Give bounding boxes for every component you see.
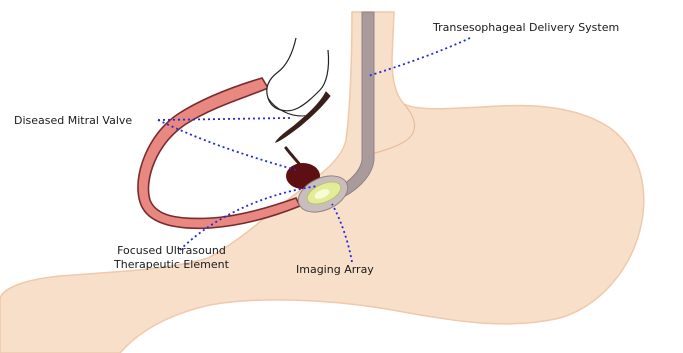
- label-transesophageal-delivery-system: Transesophageal Delivery System: [433, 21, 619, 35]
- label-imaging-array: Imaging Array: [296, 263, 374, 277]
- label-fus-line2: Therapeutic Element: [114, 258, 229, 272]
- label-fus-line1: Focused Ultrasound: [114, 244, 229, 258]
- label-diseased-mitral-valve: Diseased Mitral Valve: [14, 114, 132, 128]
- label-focused-ultrasound-element: Focused Ultrasound Therapeutic Element: [114, 244, 229, 272]
- valve-outline-upper: [267, 38, 329, 111]
